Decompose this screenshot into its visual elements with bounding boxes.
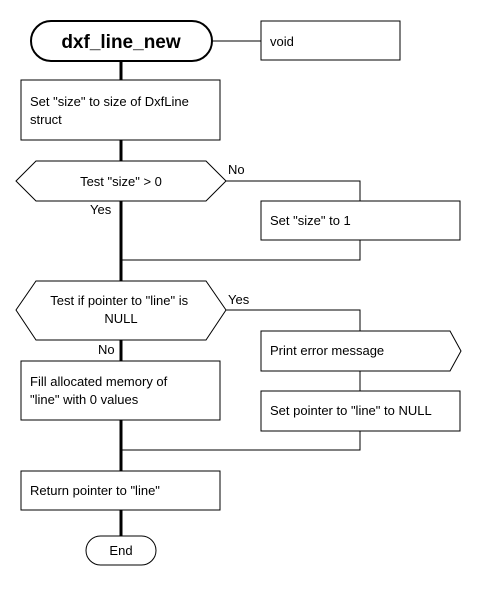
test-pointer-no-label: No — [98, 342, 115, 357]
end-text: End — [109, 543, 132, 558]
return-type-text: void — [270, 34, 294, 49]
pointer-branch-merge-connector — [121, 431, 361, 451]
test-size-decision: Test "size" > 0 — [15, 160, 227, 202]
fill-memory-process: Fill allocated memory of "line" with 0 v… — [20, 360, 221, 421]
return-pointer-text: Return pointer to "line" — [30, 483, 160, 498]
set-size-one-process: Set "size" to 1 — [260, 200, 461, 241]
start-terminator: dxf_line_new — [30, 20, 213, 62]
set-pointer-null-process: Set pointer to "line" to NULL — [260, 390, 461, 432]
test-pointer-yes-label: Yes — [228, 292, 250, 307]
fill-memory-text: Fill allocated memory of "line" with 0 v… — [30, 374, 171, 407]
set-size-process: Set "size" to size of DxfLine struct — [20, 79, 221, 141]
test-pointer-line-1: Test if pointer to "line" is — [50, 293, 188, 308]
size-branch-merge-connector — [121, 240, 361, 261]
print-error-output: Print error message — [260, 330, 462, 372]
function-name: dxf_line_new — [61, 32, 181, 53]
test-size-text: Test "size" > 0 — [80, 174, 162, 189]
set-size-line-2: struct — [30, 112, 62, 127]
pointer-yes-branch-connector — [226, 309, 361, 331]
test-pointer-text: Test if pointer to "line" is NULL — [50, 293, 191, 326]
end-terminator: End — [85, 535, 157, 566]
test-size-no-label: No — [228, 162, 245, 177]
test-pointer-line-2: NULL — [104, 311, 137, 326]
set-size-text: Set "size" to size of DxfLine struct — [30, 94, 192, 127]
size-no-branch-connector — [226, 180, 361, 201]
fill-memory-line-2: "line" with 0 values — [30, 392, 139, 407]
set-size-one-text: Set "size" to 1 — [270, 213, 351, 228]
set-pointer-null-text: Set pointer to "line" to NULL — [270, 403, 432, 418]
return-pointer-process: Return pointer to "line" — [20, 470, 221, 511]
return-type-box: void — [260, 20, 401, 61]
set-size-line-1: Set "size" to size of DxfLine — [30, 94, 189, 109]
test-size-yes-label: Yes — [90, 202, 112, 217]
fill-memory-line-1: Fill allocated memory of — [30, 374, 168, 389]
test-pointer-decision: Test if pointer to "line" is NULL — [15, 280, 227, 341]
print-error-text: Print error message — [270, 343, 384, 358]
